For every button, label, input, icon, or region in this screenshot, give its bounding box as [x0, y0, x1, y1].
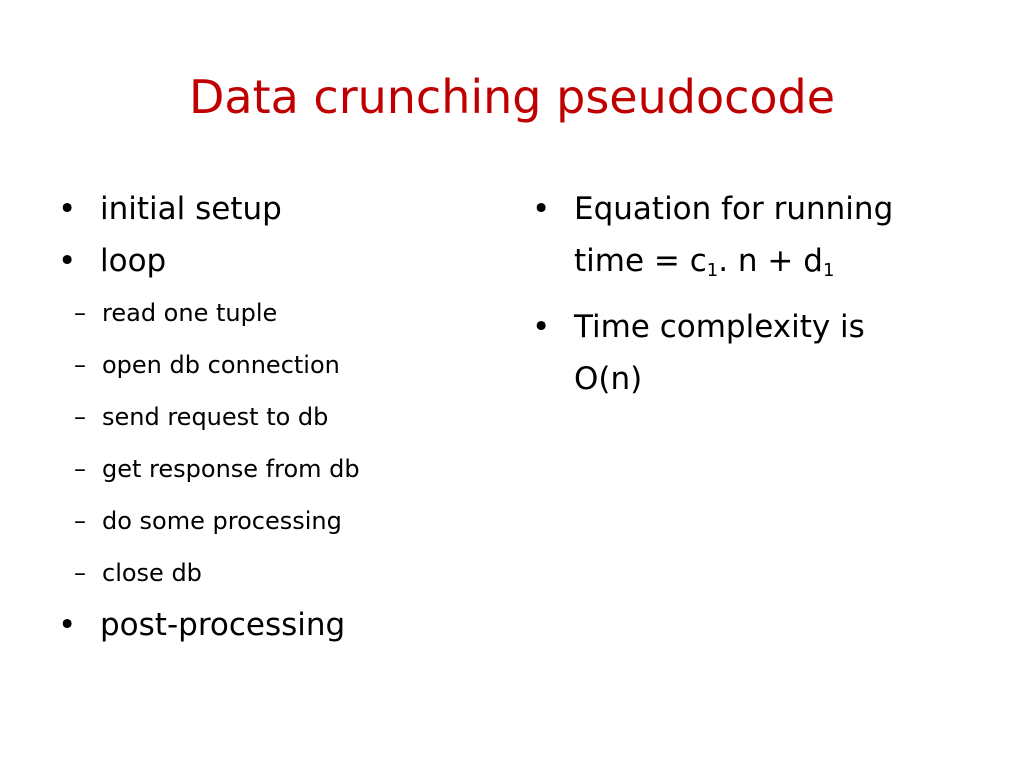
loop-steps-list: – read one tuple – open db connection – …: [58, 287, 508, 599]
loop-step-text: send request to db: [102, 403, 329, 431]
dash-icon: –: [74, 455, 86, 483]
loop-step-text: read one tuple: [102, 299, 278, 327]
bullet-icon: •: [58, 607, 77, 643]
bullet-icon: •: [532, 309, 551, 345]
main-bullet-list: • initial setup • loop: [58, 183, 508, 287]
bullet-icon: •: [532, 191, 551, 227]
bullet-item-initial-setup: • initial setup: [58, 183, 508, 235]
loop-step-text: get response from db: [102, 455, 360, 483]
loop-step: – get response from db: [74, 443, 508, 495]
dash-icon: –: [74, 351, 86, 379]
equation-sub-d: 1: [822, 260, 835, 281]
loop-step-text: open db connection: [102, 351, 340, 379]
slide-title: Data crunching pseudocode: [188, 70, 836, 124]
dash-icon: –: [74, 403, 86, 431]
loop-step: – do some processing: [74, 495, 508, 547]
bullet-icon: •: [58, 191, 77, 227]
loop-step: – read one tuple: [74, 287, 508, 339]
equation-line-1: Equation for running: [574, 191, 894, 227]
loop-step: – send request to db: [74, 391, 508, 443]
dash-icon: –: [74, 507, 86, 535]
dash-icon: –: [74, 559, 86, 587]
complexity-line-1: Time complexity is: [574, 309, 865, 345]
bullet-text: post-processing: [100, 607, 346, 643]
bullet-item-complexity: • Time complexity is O(n): [532, 301, 982, 405]
complexity-line-2: O(n): [574, 361, 643, 397]
bullet-item-equation: • Equation for running time = c1. n + d1: [532, 183, 982, 287]
bullet-text: loop: [100, 243, 167, 279]
bullet-item-post-processing: • post-processing: [58, 599, 508, 651]
left-column: • initial setup • loop – read one tuple …: [58, 183, 508, 651]
bullet-text: initial setup: [100, 191, 282, 227]
dash-icon: –: [74, 299, 86, 327]
bullet-icon: •: [58, 243, 77, 279]
right-column: • Equation for running time = c1. n + d1…: [532, 183, 982, 419]
loop-step-text: do some processing: [102, 507, 342, 535]
loop-step: – open db connection: [74, 339, 508, 391]
loop-step-text: close db: [102, 559, 202, 587]
bullet-item-loop: • loop: [58, 235, 508, 287]
equation-mid: . n + d: [718, 243, 823, 279]
right-bullet-list: • Equation for running time = c1. n + d1…: [532, 183, 982, 405]
equation-sub-c: 1: [706, 260, 719, 281]
equation-prefix: time = c: [574, 243, 707, 279]
main-bullet-list-end: • post-processing: [58, 599, 508, 651]
loop-step: – close db: [74, 547, 508, 599]
